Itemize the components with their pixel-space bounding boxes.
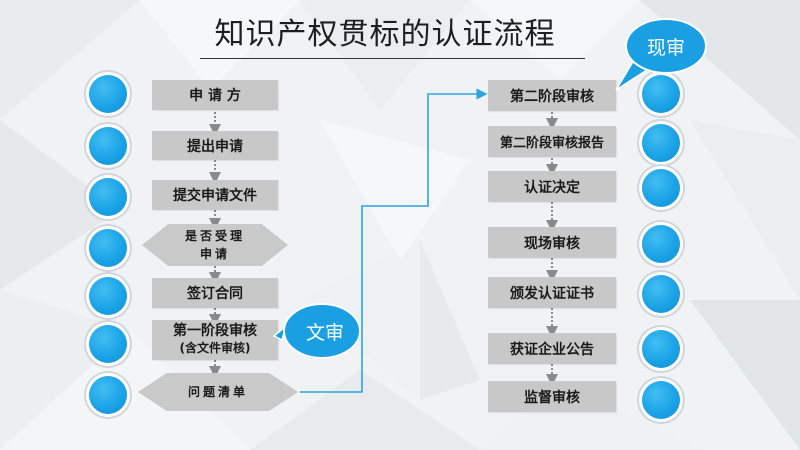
bullet-dot-left-4 — [89, 229, 127, 267]
bullet-dot-left-2 — [89, 127, 127, 165]
step-surveillance-audit-label: 监督审核 — [524, 389, 580, 406]
step-submit-application-label: 提出申请 — [187, 138, 243, 155]
step-stage2-report-label: 第二阶段审核报告 — [499, 136, 604, 151]
bullet-dot-right-2 — [642, 124, 680, 162]
bullet-dot-right-6 — [642, 330, 680, 368]
step-sign-contract: 签订合同 — [152, 278, 278, 308]
step-submit-documents: 提交申请文件 — [152, 180, 278, 210]
callout-onsite-review-shape — [615, 18, 707, 91]
bullet-dot-right-1 — [642, 75, 680, 113]
callout-document-review-text: 文审 — [305, 321, 344, 344]
step-stage2-report: 第二阶段审核报告 — [488, 126, 616, 157]
callout-onsite-review-text: 现审 — [646, 36, 685, 59]
step-stage2-audit-label: 第二阶段审核 — [510, 88, 594, 105]
step-sign-contract-label: 签订合同 — [187, 286, 243, 302]
decision-accept-line2: 申请 — [199, 247, 230, 261]
step-applicant: 申 请 方 — [152, 80, 278, 110]
step-certification-decision: 认证决定 — [488, 171, 616, 202]
callout-document-review-shape — [272, 303, 361, 359]
callout-document-review: 文审 — [272, 300, 364, 362]
callout-onsite-review: 现审 — [610, 16, 710, 96]
title-underline — [200, 58, 585, 59]
bullet-dot-right-7 — [642, 381, 680, 419]
step-submit-documents-label: 提交申请文件 — [173, 188, 257, 204]
step-certification-decision-label: 认证决定 — [524, 179, 580, 196]
step-certified-announcement-label: 获证企业公告 — [510, 341, 594, 358]
step-surveillance-audit: 监督审核 — [488, 381, 616, 412]
bullet-dot-left-3 — [89, 178, 127, 216]
step-stage1-audit-sublabel: (含文件审核) — [179, 341, 251, 355]
decision-issue-list: 问题清单 — [138, 373, 298, 411]
bullet-dot-left-6 — [89, 325, 127, 363]
page-title: 知识产权贯标的认证流程 — [214, 17, 556, 52]
decision-accept-line1: 是否受理 — [184, 229, 245, 243]
step-stage1-audit: 第一阶段审核 (含文件审核) — [152, 320, 278, 360]
bullet-dot-right-3 — [642, 169, 680, 207]
bullet-dot-left-7 — [89, 376, 127, 414]
step-certified-announcement: 获证企业公告 — [488, 333, 616, 364]
bullet-dot-right-4 — [642, 225, 680, 263]
bullet-dot-left-5 — [89, 277, 127, 315]
step-onsite-audit-label: 现场审核 — [524, 235, 580, 252]
step-stage1-audit-label: 第一阶段审核 — [173, 323, 257, 339]
decision-accept-application: 是否受理 申请 — [142, 224, 288, 266]
step-onsite-audit: 现场审核 — [488, 227, 616, 258]
step-issue-certificate: 颁发认证证书 — [488, 277, 616, 308]
decision-issue-list-label: 问题清单 — [187, 385, 248, 399]
step-issue-certificate-label: 颁发认证证书 — [510, 285, 594, 302]
bullet-dot-left-1 — [89, 75, 127, 113]
step-applicant-label: 申 请 方 — [189, 88, 241, 104]
bullet-dot-right-5 — [642, 275, 680, 313]
step-submit-application: 提出申请 — [152, 131, 278, 160]
step-stage2-audit: 第二阶段审核 — [488, 80, 616, 111]
